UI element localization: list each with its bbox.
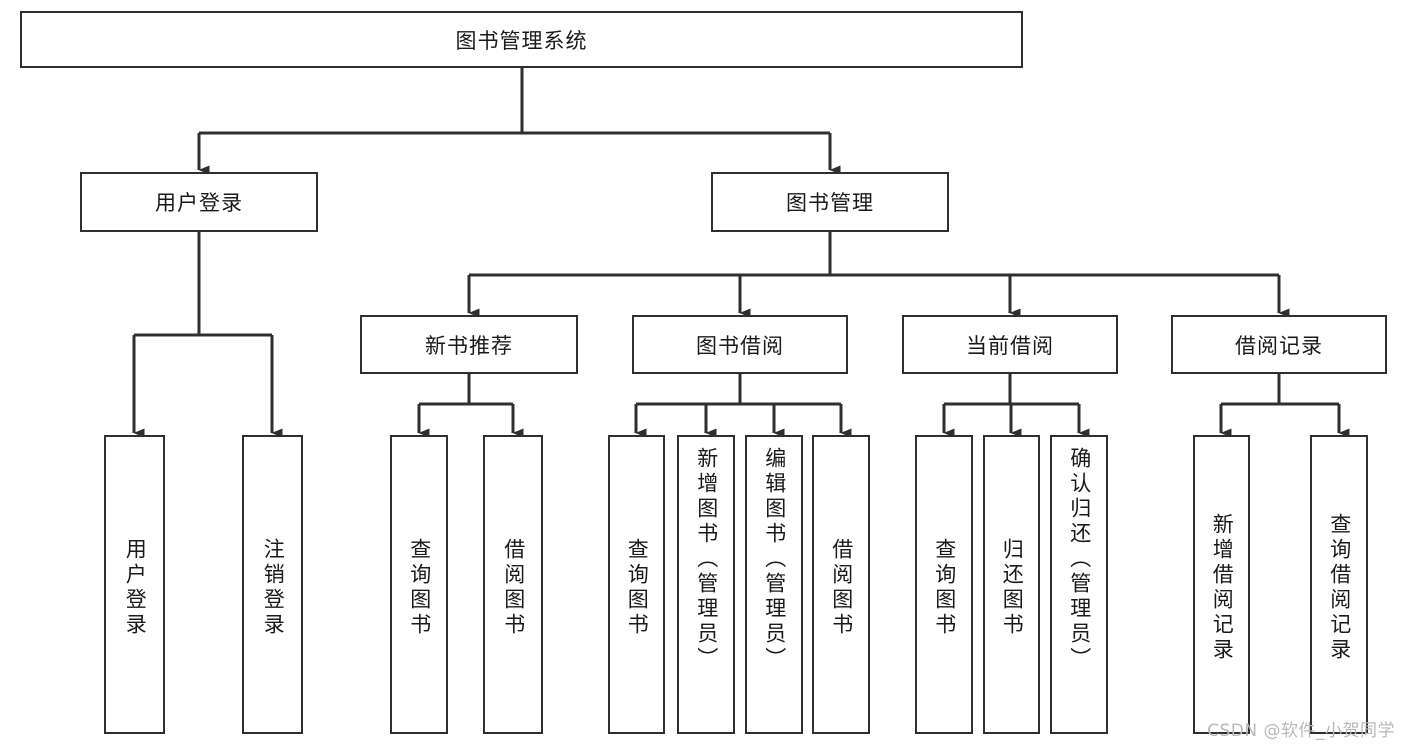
node-label: 借阅图书 [829,537,854,638]
vertical-text-wrap: 新增图书（管理员） [679,443,733,736]
node-label: 图书借阅 [696,333,784,358]
node-label: 注销登录 [261,537,286,638]
vertical-text-wrap: 用户登录 [106,443,163,732]
node-label: 查询图书 [407,537,432,638]
node-label: 编辑图书（管理员） [762,447,787,672]
node-leaf-add-book-admin[interactable]: 新增图书（管理员） [677,435,735,734]
vertical-text-wrap: 借阅图书 [485,443,541,732]
node-book-manage[interactable]: 图书管理 [711,172,949,232]
node-leaf-borrow-book-2[interactable]: 借阅图书 [812,435,870,734]
node-root-root[interactable]: 图书管理系统 [20,11,1023,68]
node-label: 用户登录 [123,537,148,638]
vertical-text-wrap: 归还图书 [985,443,1038,732]
node-leaf-logout-login[interactable]: 注销登录 [242,435,303,734]
node-leaf-query-borrow-record[interactable]: 查询借阅记录 [1310,435,1368,734]
node-leaf-user-login[interactable]: 用户登录 [104,435,165,734]
node-label: 用户登录 [155,191,243,215]
node-leaf-edit-book-admin[interactable]: 编辑图书（管理员） [745,435,803,734]
vertical-text-wrap: 新增借阅记录 [1195,443,1248,732]
vertical-text-wrap: 查询借阅记录 [1312,443,1366,732]
vertical-text-wrap: 查询图书 [610,443,663,732]
node-new-book-recommend[interactable]: 新书推荐 [360,315,578,374]
node-leaf-borrow-book-1[interactable]: 借阅图书 [483,435,543,734]
vertical-text-wrap: 借阅图书 [814,443,868,732]
node-label: 查询借阅记录 [1327,512,1352,663]
vertical-text-wrap: 查询图书 [392,443,446,732]
node-label: 新书推荐 [425,333,513,358]
node-label: 当前借阅 [966,333,1054,358]
node-label: 归还图书 [1000,537,1025,638]
node-leaf-query-book-3[interactable]: 查询图书 [915,435,973,734]
node-label: 新增图书（管理员） [694,447,719,672]
node-label: 查询图书 [625,537,650,638]
vertical-text-wrap: 确认归还（管理员） [1052,443,1106,736]
node-label: 新增借阅记录 [1210,512,1235,663]
node-label: 查询图书 [932,537,957,638]
node-leaf-query-book-2[interactable]: 查询图书 [608,435,665,734]
vertical-text-wrap: 查询图书 [917,443,971,732]
node-borrow-record[interactable]: 借阅记录 [1171,315,1387,374]
node-leaf-return-book[interactable]: 归还图书 [983,435,1040,734]
vertical-text-wrap: 编辑图书（管理员） [747,443,801,736]
node-label: 借阅记录 [1235,333,1323,358]
node-leaf-add-borrow-record[interactable]: 新增借阅记录 [1193,435,1250,734]
node-leaf-query-book-1[interactable]: 查询图书 [390,435,448,734]
node-current-borrow[interactable]: 当前借阅 [902,315,1118,374]
node-user-login[interactable]: 用户登录 [80,172,318,232]
node-book-borrow[interactable]: 图书借阅 [632,315,848,374]
node-label: 借阅图书 [501,537,526,638]
node-label: 图书管理 [786,191,874,215]
node-label: 图书管理系统 [455,28,588,53]
node-leaf-confirm-return[interactable]: 确认归还（管理员） [1050,435,1108,734]
vertical-text-wrap: 注销登录 [244,443,301,732]
node-label: 确认归还（管理员） [1067,447,1092,672]
